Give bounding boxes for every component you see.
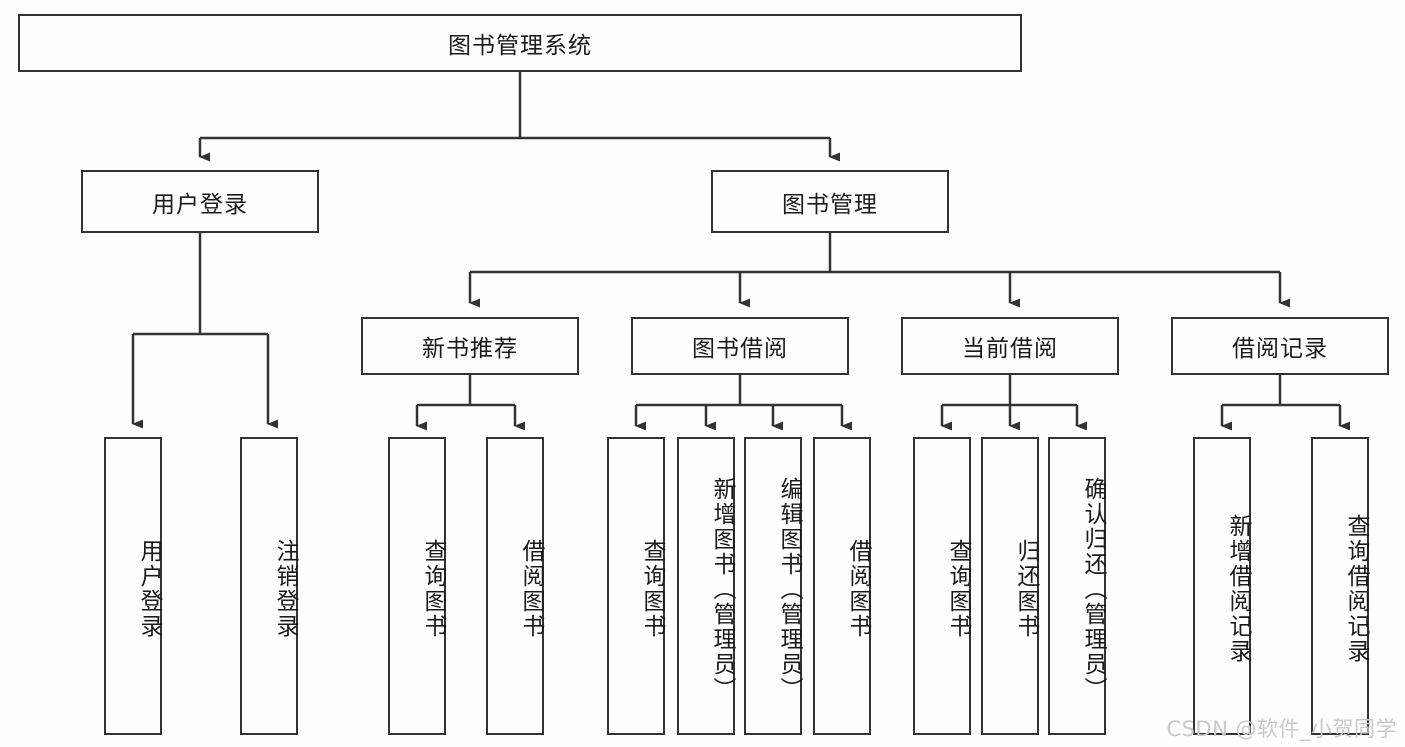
watermark-text: CSDN @软件_小贺同学 [1166,717,1397,741]
node-book-borrow-label: 图书借阅 [692,336,788,362]
node-leaf-return-book-label: 归还图书 [1013,539,1039,639]
node-leaf-confirm-return-label: 确认归还（管理员） [1080,476,1106,702]
node-leaf-query-book-2[interactable]: 查询图书 [607,437,665,735]
node-root-label: 图书管理系统 [448,33,592,59]
node-leaf-borrow-book-1[interactable]: 借阅图书 [486,437,544,735]
node-book-manage-label: 图书管理 [782,191,878,218]
node-leaf-borrow-book-2[interactable]: 借阅图书 [813,437,871,735]
node-leaf-add-book-label: 新增图书（管理员） [709,476,735,702]
node-leaf-add-record-label: 新增借阅记录 [1225,514,1251,664]
node-leaf-confirm-return[interactable]: 确认归还（管理员） [1048,437,1106,735]
node-leaf-user-login-label: 用户登录 [136,539,162,639]
node-new-book-recommend-label: 新书推荐 [422,336,518,362]
node-leaf-add-record[interactable]: 新增借阅记录 [1193,437,1251,735]
node-leaf-borrow-book-1-label: 借阅图书 [518,539,544,639]
node-leaf-edit-book[interactable]: 编辑图书（管理员） [744,437,802,735]
node-borrow-record[interactable]: 借阅记录 [1171,317,1389,375]
node-root[interactable]: 图书管理系统 [18,14,1022,72]
node-new-book-recommend[interactable]: 新书推荐 [361,317,579,375]
node-leaf-query-book-3-label: 查询图书 [945,539,971,639]
node-borrow-record-label: 借阅记录 [1232,336,1328,362]
node-user-login[interactable]: 用户登录 [81,170,319,233]
node-leaf-query-book-2-label: 查询图书 [639,539,665,639]
node-leaf-logout-label: 注销登录 [272,539,298,639]
node-current-borrow-label: 当前借阅 [962,336,1058,362]
node-book-manage[interactable]: 图书管理 [711,170,949,233]
node-user-login-label: 用户登录 [152,191,248,218]
node-leaf-borrow-book-2-label: 借阅图书 [845,539,871,639]
node-leaf-query-record-label: 查询借阅记录 [1343,514,1369,664]
node-leaf-user-login[interactable]: 用户登录 [104,437,162,735]
node-leaf-return-book[interactable]: 归还图书 [981,437,1039,735]
node-leaf-query-book-3[interactable]: 查询图书 [913,437,971,735]
node-leaf-query-record[interactable]: 查询借阅记录 [1311,437,1369,735]
node-leaf-logout[interactable]: 注销登录 [240,437,298,735]
node-leaf-add-book[interactable]: 新增图书（管理员） [677,437,735,735]
node-current-borrow[interactable]: 当前借阅 [901,317,1119,375]
node-book-borrow[interactable]: 图书借阅 [631,317,849,375]
node-leaf-edit-book-label: 编辑图书（管理员） [776,476,802,702]
node-leaf-query-book-1[interactable]: 查询图书 [388,437,446,735]
node-leaf-query-book-1-label: 查询图书 [420,539,446,639]
